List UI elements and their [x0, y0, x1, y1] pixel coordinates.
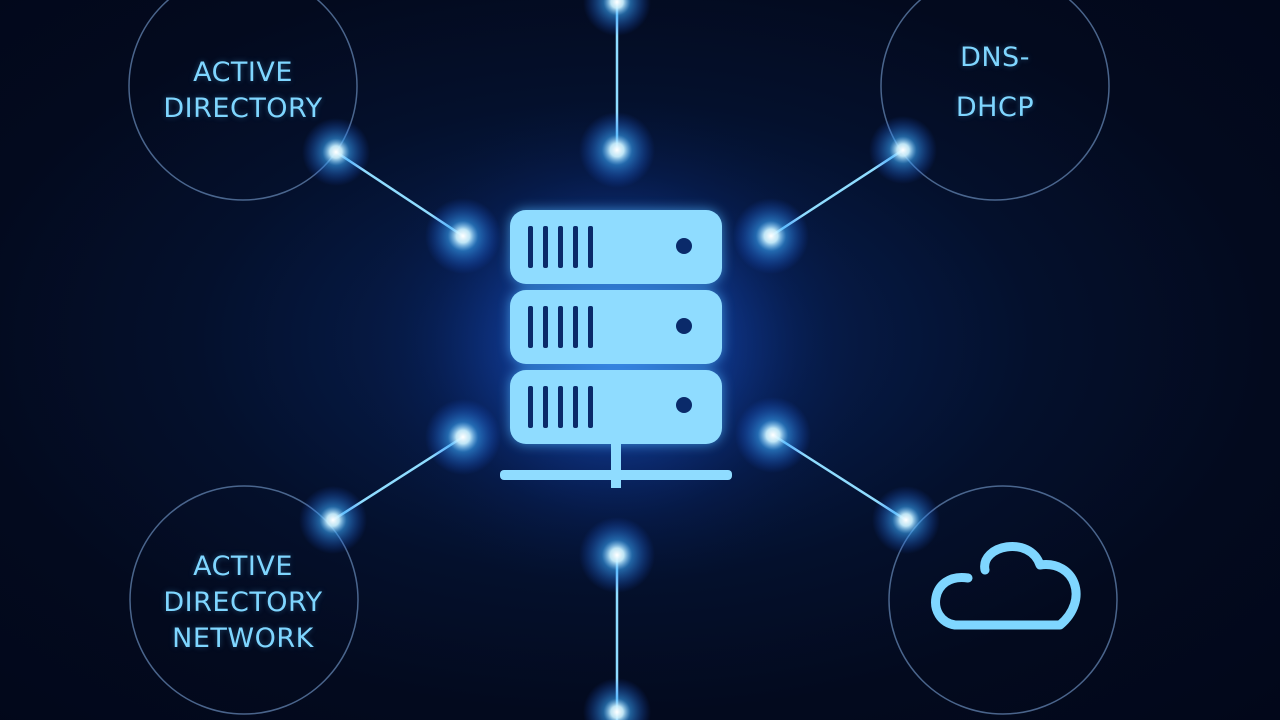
node-dot [872, 486, 940, 554]
label-line: ACTIVE [193, 57, 293, 88]
label-active-directory: ACTIVE DIRECTORY [143, 55, 343, 127]
node-dot [579, 112, 655, 188]
label-line: DNS- [960, 42, 1030, 73]
node-dot [302, 118, 370, 186]
circle-dns-dhcp [880, 0, 1110, 201]
node-dot [733, 198, 809, 274]
label-active-directory-network: ACTIVE DIRECTORY NETWORK [143, 549, 343, 657]
label-dns-dhcp: DNS- DHCP [895, 40, 1095, 126]
label-line: NETWORK [172, 623, 314, 654]
outer-circles [128, 0, 1118, 715]
server-stand-stem [611, 444, 621, 488]
node-dot [299, 486, 367, 554]
node-dot [579, 517, 655, 593]
label-line: DIRECTORY [163, 93, 323, 124]
circle-cloud [888, 485, 1118, 715]
server-rack-icon [500, 210, 732, 488]
label-line: DIRECTORY [163, 587, 323, 618]
node-dot [425, 399, 501, 475]
server-stand-base [500, 470, 732, 480]
cloud-icon [931, 542, 1081, 630]
node-dot [869, 116, 937, 184]
label-line: DHCP [955, 92, 1035, 123]
label-line: ACTIVE [193, 551, 293, 582]
circle-active-directory-network [129, 485, 359, 715]
node-dot [583, 0, 651, 36]
node-dot [583, 678, 651, 720]
node-dot [735, 397, 811, 473]
node-dot [425, 198, 501, 274]
glow-nodes [299, 0, 940, 720]
circle-active-directory [128, 0, 358, 201]
